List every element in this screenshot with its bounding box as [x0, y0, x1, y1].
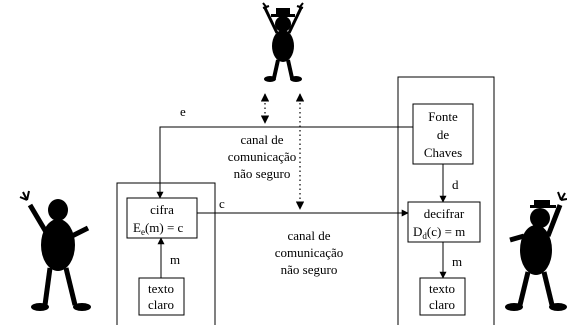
decrypt-label: decifrar [424, 206, 465, 221]
plaintext-sender-line2: claro [148, 297, 174, 312]
decrypt-formula: Dd(c) = m [413, 224, 465, 241]
key-source-line2: de [437, 127, 450, 142]
attacker-figure [262, 2, 304, 82]
receiver-container [397, 76, 495, 325]
plaintext-sender-line1: texto [148, 281, 174, 296]
key-source-line1: Fonte [428, 109, 458, 124]
label-m-receiver: m [452, 254, 462, 269]
label-d: d [452, 177, 459, 192]
sender-container [116, 182, 216, 325]
encrypt-label: cifra [150, 202, 174, 217]
channel-lower-line1: canal de [288, 228, 331, 243]
channel-upper-line2: comunicação [228, 149, 297, 164]
encrypt-formula: Ee(m) = c [133, 220, 184, 237]
sender-figure [19, 190, 91, 311]
plaintext-receiver-line2: claro [429, 297, 455, 312]
receiver-figure [505, 191, 567, 311]
label-c: c [219, 196, 225, 211]
key-source-box [412, 103, 474, 165]
channel-lower-line2: comunicação [275, 245, 344, 260]
label-m-sender: m [170, 252, 180, 267]
plaintext-receiver-line1: texto [429, 281, 455, 296]
key-e-arrow [156, 126, 413, 199]
channel-upper-line3: não seguro [234, 166, 291, 181]
key-source-line3: Chaves [424, 145, 462, 160]
channel-lower-line3: não seguro [281, 262, 338, 277]
label-e: e [180, 104, 186, 119]
channel-upper-line1: canal de [241, 132, 284, 147]
